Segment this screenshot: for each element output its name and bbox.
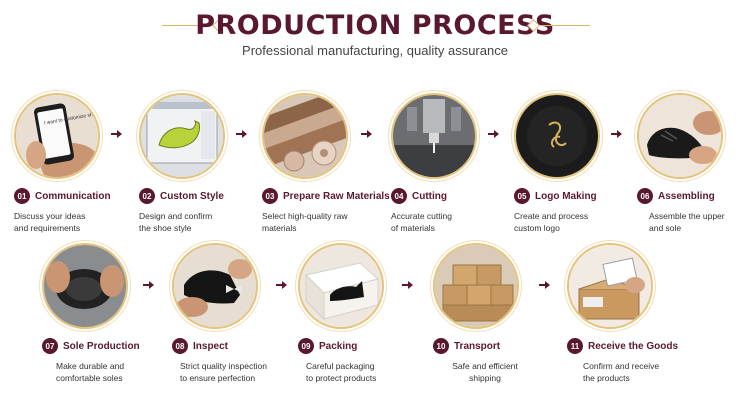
- arrow-right-icon: [539, 280, 553, 290]
- inspection-icon: [174, 245, 256, 327]
- page-subtitle: Professional manufacturing, quality assu…: [242, 43, 508, 58]
- sole-icon: [44, 245, 126, 327]
- step-description: Strict quality inspection to ensure perf…: [180, 361, 267, 383]
- step-description: Careful packaging to protect products: [306, 361, 377, 383]
- step-description: Confirm and receive the products: [583, 361, 660, 383]
- step-title: Custom Style: [160, 190, 224, 202]
- step-title: Transport: [454, 340, 501, 352]
- step-number-badge: 10: [433, 338, 449, 354]
- step-description: Design and confirm the shoe style: [139, 211, 213, 233]
- arrow-right-icon: [488, 129, 502, 139]
- step-custom-style: 02 Custom Style Design and confirm the s…: [139, 93, 269, 234]
- step-title: Cutting: [412, 190, 447, 202]
- arrow-right-icon: [143, 280, 157, 290]
- step-title: Logo Making: [535, 190, 597, 202]
- arrow-right-icon: [611, 129, 625, 139]
- step-title: Inspect: [193, 340, 229, 352]
- step-number-badge: 02: [139, 188, 155, 204]
- step-number-badge: 05: [514, 188, 530, 204]
- step-image: [433, 243, 519, 329]
- step-image: [514, 93, 600, 179]
- step-inspect: 08 Inspect Strict quality inspection to …: [172, 243, 302, 384]
- step-number-badge: 08: [172, 338, 188, 354]
- logo-stamp-icon: [516, 95, 598, 177]
- cutting-machine-icon: [393, 95, 475, 177]
- step-heading: 08 Inspect: [172, 338, 302, 354]
- step-number-badge: 04: [391, 188, 407, 204]
- step-title: Prepare Raw Materials: [283, 190, 390, 202]
- title-decoration-left: [162, 25, 212, 26]
- step-heading: 07 Sole Production: [42, 338, 172, 354]
- step-communication: I want to customize shoes as pictured 01…: [14, 93, 144, 234]
- cad-design-icon: [141, 95, 223, 177]
- step-heading: 03 Prepare Raw Materials: [262, 188, 392, 204]
- step-description: Make durable and comfortable soles: [56, 361, 125, 383]
- step-number-badge: 07: [42, 338, 58, 354]
- step-transport: 10 Transport Safe and efficient shipping: [433, 243, 563, 384]
- step-sole-production: 07 Sole Production Make durable and comf…: [42, 243, 172, 384]
- header: PRODUCTION PROCESS Professional manufact…: [0, 0, 750, 70]
- step-image: I want to customize shoes as pictured: [14, 93, 100, 179]
- step-heading: 04 Cutting: [391, 188, 521, 204]
- leather-rolls-icon: [264, 95, 346, 177]
- step-image: [262, 93, 348, 179]
- step-number-badge: 06: [637, 188, 653, 204]
- step-image: [298, 243, 384, 329]
- step-heading: 09 Packing: [298, 338, 428, 354]
- step-number-badge: 11: [567, 338, 583, 354]
- step-heading: 02 Custom Style: [139, 188, 269, 204]
- step-heading: 11 Receive the Goods: [567, 338, 697, 354]
- step-description: Discuss your ideas and requirements: [14, 211, 86, 233]
- smartphone-icon: I want to customize shoes as pictured: [16, 95, 98, 177]
- page-title: PRODUCTION PROCESS: [195, 10, 555, 41]
- step-image: [637, 93, 723, 179]
- step-packing: 09 Packing Careful packaging to protect …: [298, 243, 428, 384]
- arrow-right-icon: [111, 129, 125, 139]
- step-heading: 06 Assembling: [637, 188, 747, 204]
- step-prepare-raw-materials: 03 Prepare Raw Materials Select high-qua…: [262, 93, 392, 234]
- delivery-package-icon: [569, 245, 651, 327]
- step-title: Assembling: [658, 190, 715, 202]
- step-title: Receive the Goods: [588, 340, 679, 352]
- step-image: [172, 243, 258, 329]
- step-cutting: 04 Cutting Accurate cutting of materials: [391, 93, 521, 234]
- step-heading: 05 Logo Making: [514, 188, 644, 204]
- title-decoration-right: [540, 25, 590, 26]
- step-image: [139, 93, 225, 179]
- step-description: Create and process custom logo: [514, 211, 589, 233]
- arrow-right-icon: [402, 280, 416, 290]
- step-receive-the-goods: 11 Receive the Goods Confirm and receive…: [567, 243, 697, 384]
- step-image: [42, 243, 128, 329]
- step-description: Accurate cutting of materials: [391, 211, 452, 233]
- step-image: [391, 93, 477, 179]
- step-title: Communication: [35, 190, 111, 202]
- step-title: Packing: [319, 340, 358, 352]
- shoe-box-icon: [300, 245, 382, 327]
- step-assembling: 06 Assembling Assemble the upper and sol…: [637, 93, 747, 234]
- step-description: Assemble the upper and sole: [649, 211, 725, 233]
- arrow-right-icon: [361, 129, 375, 139]
- step-heading: 10 Transport: [433, 338, 563, 354]
- shoe-assembly-icon: [639, 95, 721, 177]
- step-title: Sole Production: [63, 340, 140, 352]
- step-image: [567, 243, 653, 329]
- step-logo-making: 05 Logo Making Create and process custom…: [514, 93, 644, 234]
- step-description: Select high-quality raw materials: [262, 211, 348, 233]
- step-number-badge: 03: [262, 188, 278, 204]
- arrow-right-icon: [276, 280, 290, 290]
- cardboard-boxes-icon: [435, 245, 517, 327]
- arrow-right-icon: [236, 129, 250, 139]
- step-heading: 01 Communication: [14, 188, 144, 204]
- step-number-badge: 01: [14, 188, 30, 204]
- step-description: Safe and efficient shipping: [452, 361, 518, 383]
- step-number-badge: 09: [298, 338, 314, 354]
